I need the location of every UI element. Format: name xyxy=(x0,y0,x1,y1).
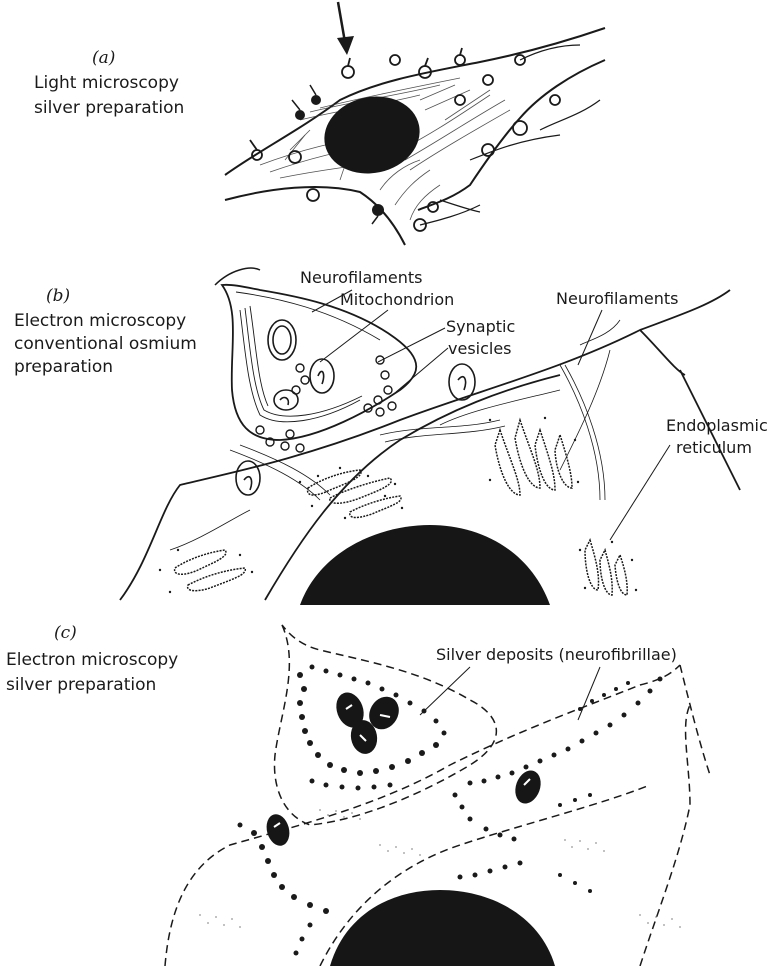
nucleus xyxy=(330,890,555,966)
synaptic-vesicles xyxy=(256,356,396,452)
terminal-mitochondria xyxy=(268,320,334,410)
mitochondria-highlights xyxy=(274,705,530,827)
panel-b: (b) Electron microscopy conventional osm… xyxy=(0,250,779,605)
panel-c: (c) Electron microscopy silver preparati… xyxy=(0,605,779,966)
panel-a: (a) Light microscopy silver preparation xyxy=(0,0,779,250)
label-leader-lines xyxy=(312,290,670,540)
arrow-icon xyxy=(337,2,354,55)
nucleus xyxy=(317,88,427,182)
silver-mitochondria xyxy=(263,689,545,849)
terminal-neurofilaments xyxy=(236,292,380,422)
terminal-axon xyxy=(215,268,260,285)
panel-a-illustration xyxy=(0,0,779,250)
soma-neurofilaments xyxy=(170,320,620,550)
nucleus xyxy=(300,525,550,605)
panel-c-illustration xyxy=(0,605,779,966)
label-leader-lines xyxy=(420,667,600,720)
panel-b-illustration xyxy=(0,250,779,605)
